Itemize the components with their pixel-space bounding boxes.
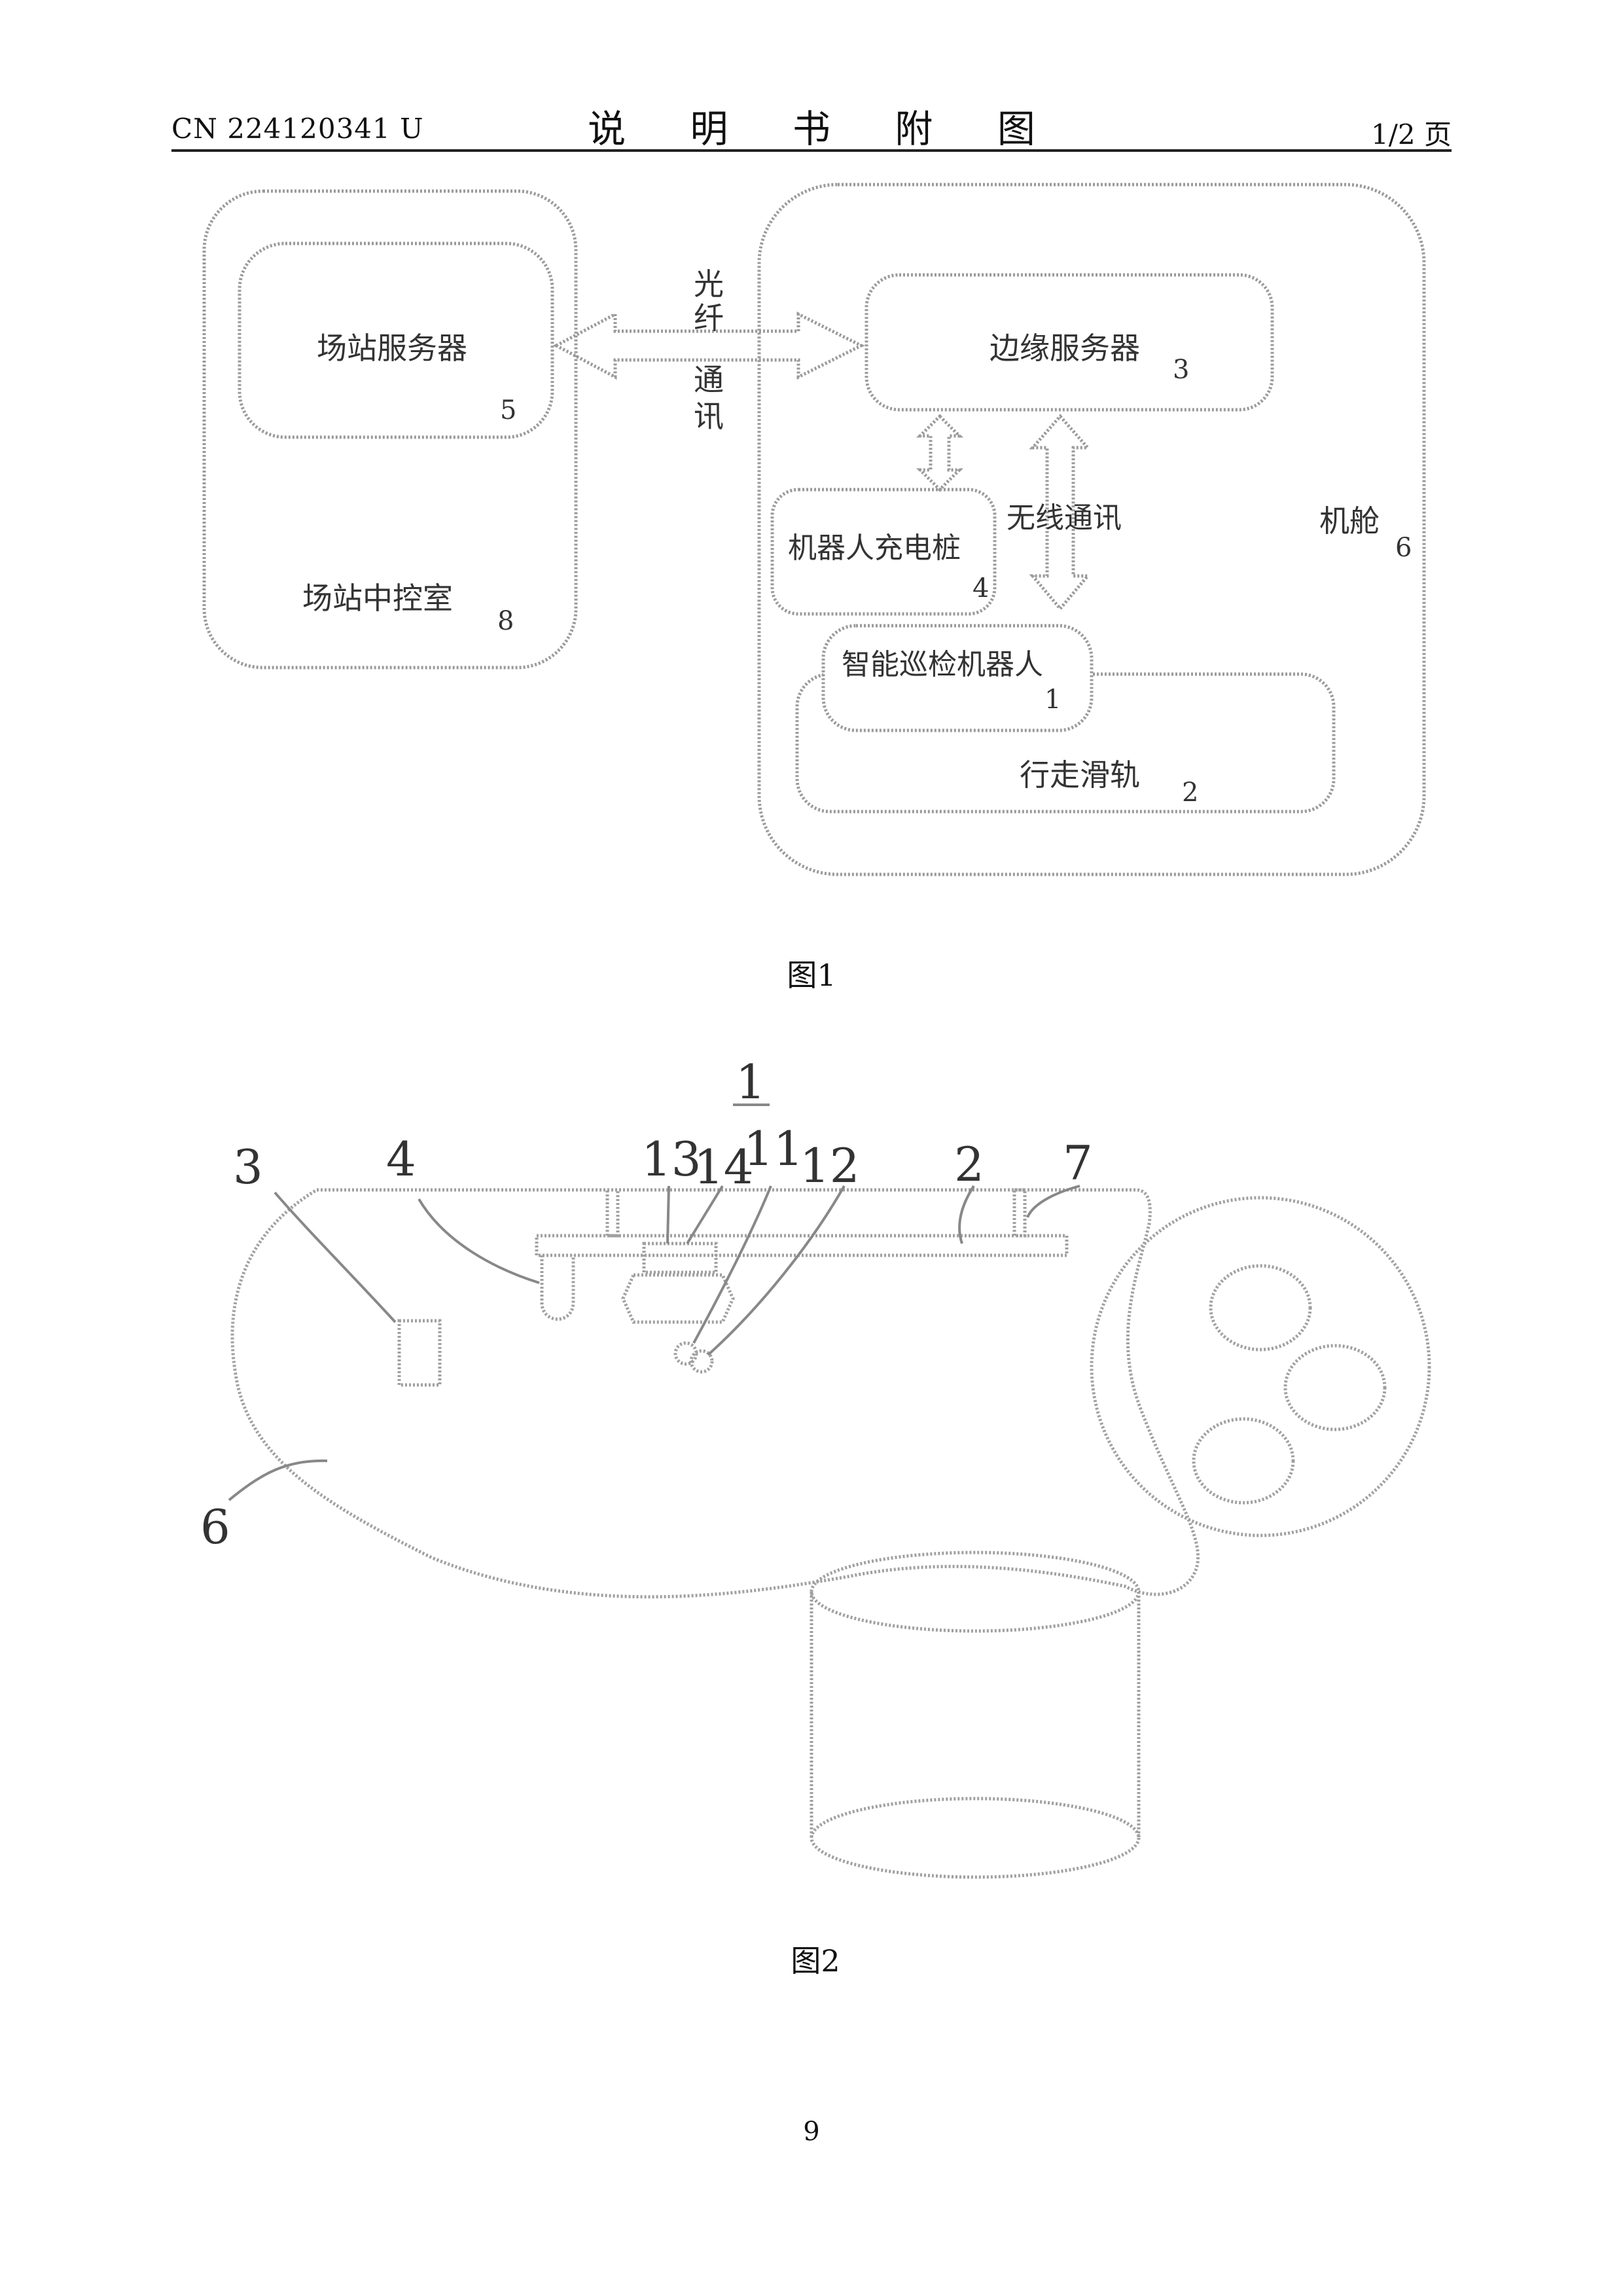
station-control-room-number: 8 <box>497 606 514 636</box>
hub-circle <box>1092 1198 1429 1535</box>
figure1-caption: 图1 <box>713 952 910 995</box>
tower-bottom <box>812 1799 1139 1877</box>
label-12: 12 <box>800 1138 860 1193</box>
charging-arrow <box>920 416 959 490</box>
label-14: 14 <box>694 1139 754 1194</box>
charging-pile-shape <box>542 1255 573 1319</box>
hub-bolt-1 <box>1211 1266 1310 1350</box>
fiber-comm-char-1: 光 <box>694 266 724 302</box>
edge-server-label: 边缘服务器 <box>990 331 1140 366</box>
figure2-caption: 图2 <box>717 1937 914 1981</box>
figure1-diagram: 场站服务器 5 场站中控室 8 光 纤 通 讯 边缘服务器 3 机器人充电桩 4… <box>0 0 1623 982</box>
edge-server-shape <box>399 1321 440 1385</box>
label-3: 3 <box>233 1139 263 1194</box>
nacelle-label: 机舱 <box>1319 503 1380 539</box>
tower-top <box>812 1552 1139 1631</box>
label-13: 13 <box>641 1132 702 1187</box>
tower-sides <box>812 1592 1139 1838</box>
label-1: 1 <box>736 1054 766 1109</box>
fiber-comm-char-4: 讯 <box>694 399 724 434</box>
figure2-labels: 1 2 3 4 6 7 11 12 13 14 <box>200 1054 1093 1554</box>
nacelle-number: 6 <box>1395 533 1412 563</box>
figure2-diagram: 1 2 3 4 6 7 11 12 13 14 <box>0 1021 1623 1924</box>
hub-bolt-2 <box>1285 1346 1385 1429</box>
hub-bolt-3 <box>1194 1419 1293 1503</box>
wireless-comm-label: 无线通讯 <box>1007 501 1122 535</box>
station-server-number: 5 <box>500 395 516 425</box>
label-6: 6 <box>200 1499 230 1554</box>
label-4: 4 <box>386 1132 416 1187</box>
charging-pile-label: 机器人充电桩 <box>788 531 961 565</box>
rail-label: 行走滑轨 <box>1020 757 1140 793</box>
rail-support-left <box>607 1190 618 1236</box>
fiber-comm-char-2: 纤 <box>694 300 724 336</box>
label-2: 2 <box>954 1137 984 1192</box>
label-7: 7 <box>1063 1136 1093 1191</box>
robot-carriage <box>644 1244 716 1272</box>
rail-number: 2 <box>1182 778 1198 808</box>
page-number: 9 <box>0 2117 1623 2147</box>
edge-server-number: 3 <box>1173 355 1189 385</box>
rail-support-right <box>1014 1190 1025 1236</box>
robot-number: 1 <box>1044 685 1061 715</box>
station-control-room-label: 场站中控室 <box>302 581 453 616</box>
station-server-label: 场站服务器 <box>317 331 467 366</box>
fiber-comm-char-3: 通 <box>694 362 724 397</box>
robot-label: 智能巡检机器人 <box>842 648 1043 681</box>
charging-pile-number: 4 <box>972 573 989 603</box>
